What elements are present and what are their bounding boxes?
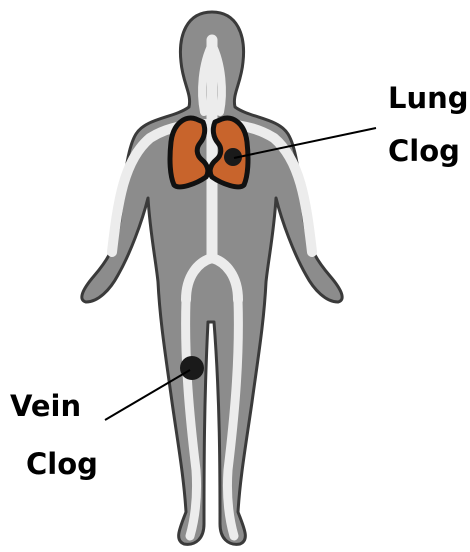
vein-clot [180, 356, 204, 380]
vein-clog-label-line-1: Vein [10, 392, 81, 421]
vein-clog-label-line-2: Clog [26, 450, 98, 479]
lung-clog-label-line-2: Clog [388, 137, 460, 166]
lung-clog-label-line-1: Lung [388, 84, 469, 113]
